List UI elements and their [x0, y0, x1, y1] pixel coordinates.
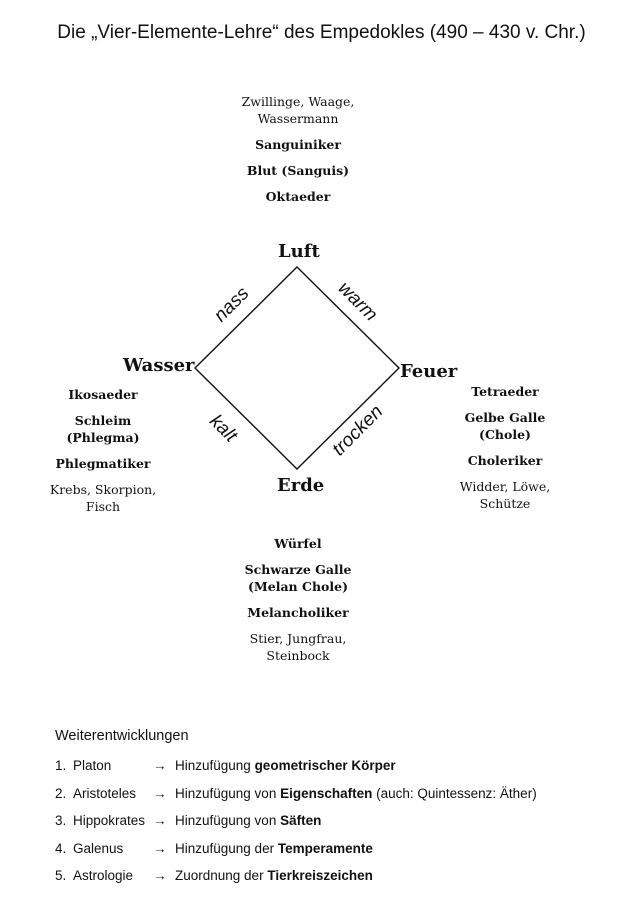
- item-name: Hippokrates: [73, 813, 146, 829]
- feuer-temperament: Choleriker: [467, 453, 543, 468]
- developments-list: 1. Platon → Hinzufügung geometrischer Kö…: [55, 752, 537, 890]
- luft-temperament: Sanguiniker: [255, 137, 341, 152]
- item-description: Hinzufügung geometrischer Körper: [175, 758, 396, 774]
- item-name: Astrologie: [73, 868, 134, 884]
- wasser-fluid-line-2: (Phlegma): [66, 430, 140, 445]
- item-description: Hinzufügung der Temperamente: [175, 840, 373, 856]
- feuer-zodiac-line-1: Widder, Löwe,: [459, 479, 551, 494]
- item-number: 5.: [55, 868, 67, 884]
- list-item: 5. Astrologie → Zuordnung der Tierkreisz…: [55, 862, 537, 890]
- list-item: 1. Platon → Hinzufügung geometrischer Kö…: [55, 752, 537, 780]
- wasser-zodiac-line-1: Krebs, Skorpion,: [49, 482, 157, 497]
- arrow-right-icon: →: [153, 813, 167, 829]
- item-name: Galenus: [73, 840, 124, 856]
- feuer-fluid-line-2: (Chole): [479, 427, 531, 442]
- wasser-attributes: Ikosaeder Schleim (Phlegma) Phlegmatiker…: [33, 386, 173, 515]
- item-number: 2.: [55, 785, 67, 801]
- feuer-zodiac-line-2: Schütze: [479, 496, 531, 511]
- erde-zodiac-line-1: Stier, Jungfrau,: [249, 631, 347, 646]
- luft-attributes: Zwillinge, Waage, Wassermann Sanguiniker…: [218, 93, 378, 205]
- luft-fluid: Blut (Sanguis): [246, 163, 350, 178]
- list-item: 2. Aristoteles → Hinzufügung von Eigensc…: [55, 780, 537, 808]
- wasser-fluid-line-1: Schleim: [74, 413, 132, 428]
- item-number: 3.: [55, 813, 67, 829]
- erde-fluid-line-2: (Melan Chole): [248, 579, 348, 594]
- wasser-zodiac-line-2: Fisch: [85, 499, 121, 514]
- developments-heading: Weiterentwicklungen: [55, 728, 189, 744]
- developments-section: Weiterentwicklungen 1. Platon → Hinzufüg…: [55, 728, 537, 890]
- wasser-temperament: Phlegmatiker: [55, 456, 151, 471]
- item-number: 4.: [55, 840, 67, 856]
- list-item: 4. Galenus → Hinzufügung der Temperament…: [55, 835, 537, 863]
- wasser-solid: Ikosaeder: [68, 387, 138, 402]
- arrow-right-icon: →: [153, 868, 167, 884]
- element-erde: Erde: [277, 475, 325, 496]
- item-description: Hinzufügung von Säften: [175, 813, 322, 829]
- item-description: Zuordnung der Tierkreiszeichen: [175, 868, 373, 884]
- element-feuer: Feuer: [400, 361, 458, 382]
- item-name: Aristoteles: [73, 785, 137, 801]
- feuer-solid: Tetraeder: [471, 384, 539, 399]
- page-title: Die „Vier-Elemente-Lehre“ des Empedokles…: [57, 22, 586, 43]
- list-item: 3. Hippokrates → Hinzufügung von Säften: [55, 807, 537, 835]
- arrow-right-icon: →: [153, 840, 167, 856]
- erde-attributes: Würfel Schwarze Galle (Melan Chole) Mela…: [218, 535, 378, 664]
- feuer-fluid-line-1: Gelbe Galle: [464, 410, 546, 425]
- luft-zodiac-line-2: Wassermann: [257, 111, 339, 126]
- erde-solid: Würfel: [274, 536, 322, 551]
- erde-fluid-line-1: Schwarze Galle: [244, 562, 352, 577]
- luft-zodiac-line-1: Zwillinge, Waage,: [241, 94, 355, 109]
- element-wasser: Wasser: [123, 355, 195, 376]
- arrow-right-icon: →: [153, 758, 167, 774]
- arrow-right-icon: →: [153, 785, 167, 801]
- erde-zodiac-line-2: Steinbock: [266, 648, 330, 663]
- element-luft: Luft: [278, 241, 320, 262]
- luft-solid: Oktaeder: [265, 189, 331, 204]
- item-number: 1.: [55, 758, 67, 774]
- feuer-attributes: Tetraeder Gelbe Galle (Chole) Choleriker…: [435, 383, 575, 512]
- erde-temperament: Melancholiker: [247, 605, 349, 620]
- diamond-shape: [194, 266, 400, 470]
- item-name: Platon: [73, 758, 112, 774]
- item-description: Hinzufügung von Eigenschaften (auch: Qui…: [175, 785, 537, 801]
